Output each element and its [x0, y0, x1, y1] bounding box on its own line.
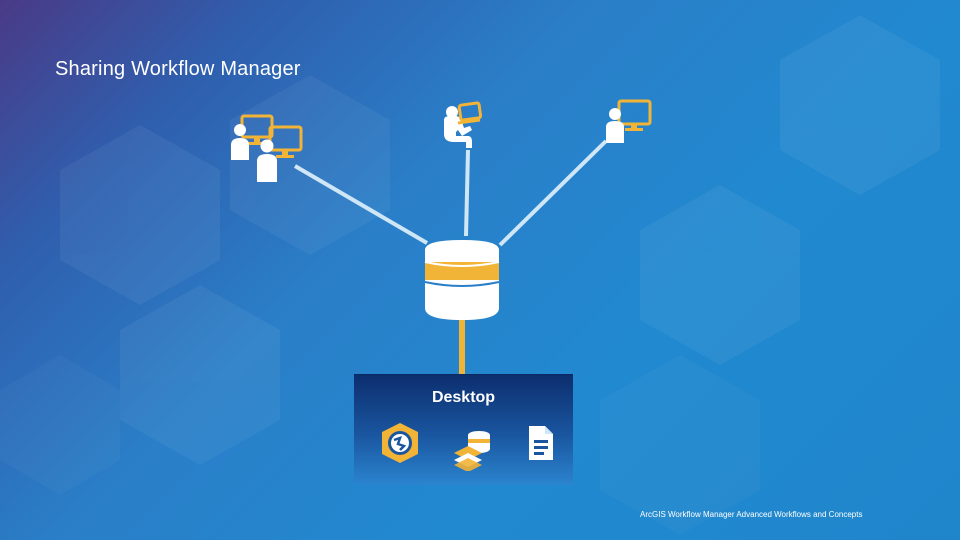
document-icon [529, 426, 553, 460]
connector-lines [293, 139, 608, 376]
user-monitor-icon [606, 99, 652, 143]
slide-title: Sharing Workflow Manager [55, 58, 301, 80]
workflow-manager-icon [382, 423, 418, 463]
desktop-panel: Desktop [354, 374, 573, 485]
seated-user-laptop-icon [444, 101, 483, 148]
database-icon [424, 240, 500, 320]
desktop-label: Desktop [431, 389, 496, 406]
slide-footer: ArcGIS Workflow Manager Advanced Workflo… [640, 510, 863, 519]
two-users-workstations-icon [231, 114, 303, 182]
data-layers-icon [454, 431, 490, 471]
